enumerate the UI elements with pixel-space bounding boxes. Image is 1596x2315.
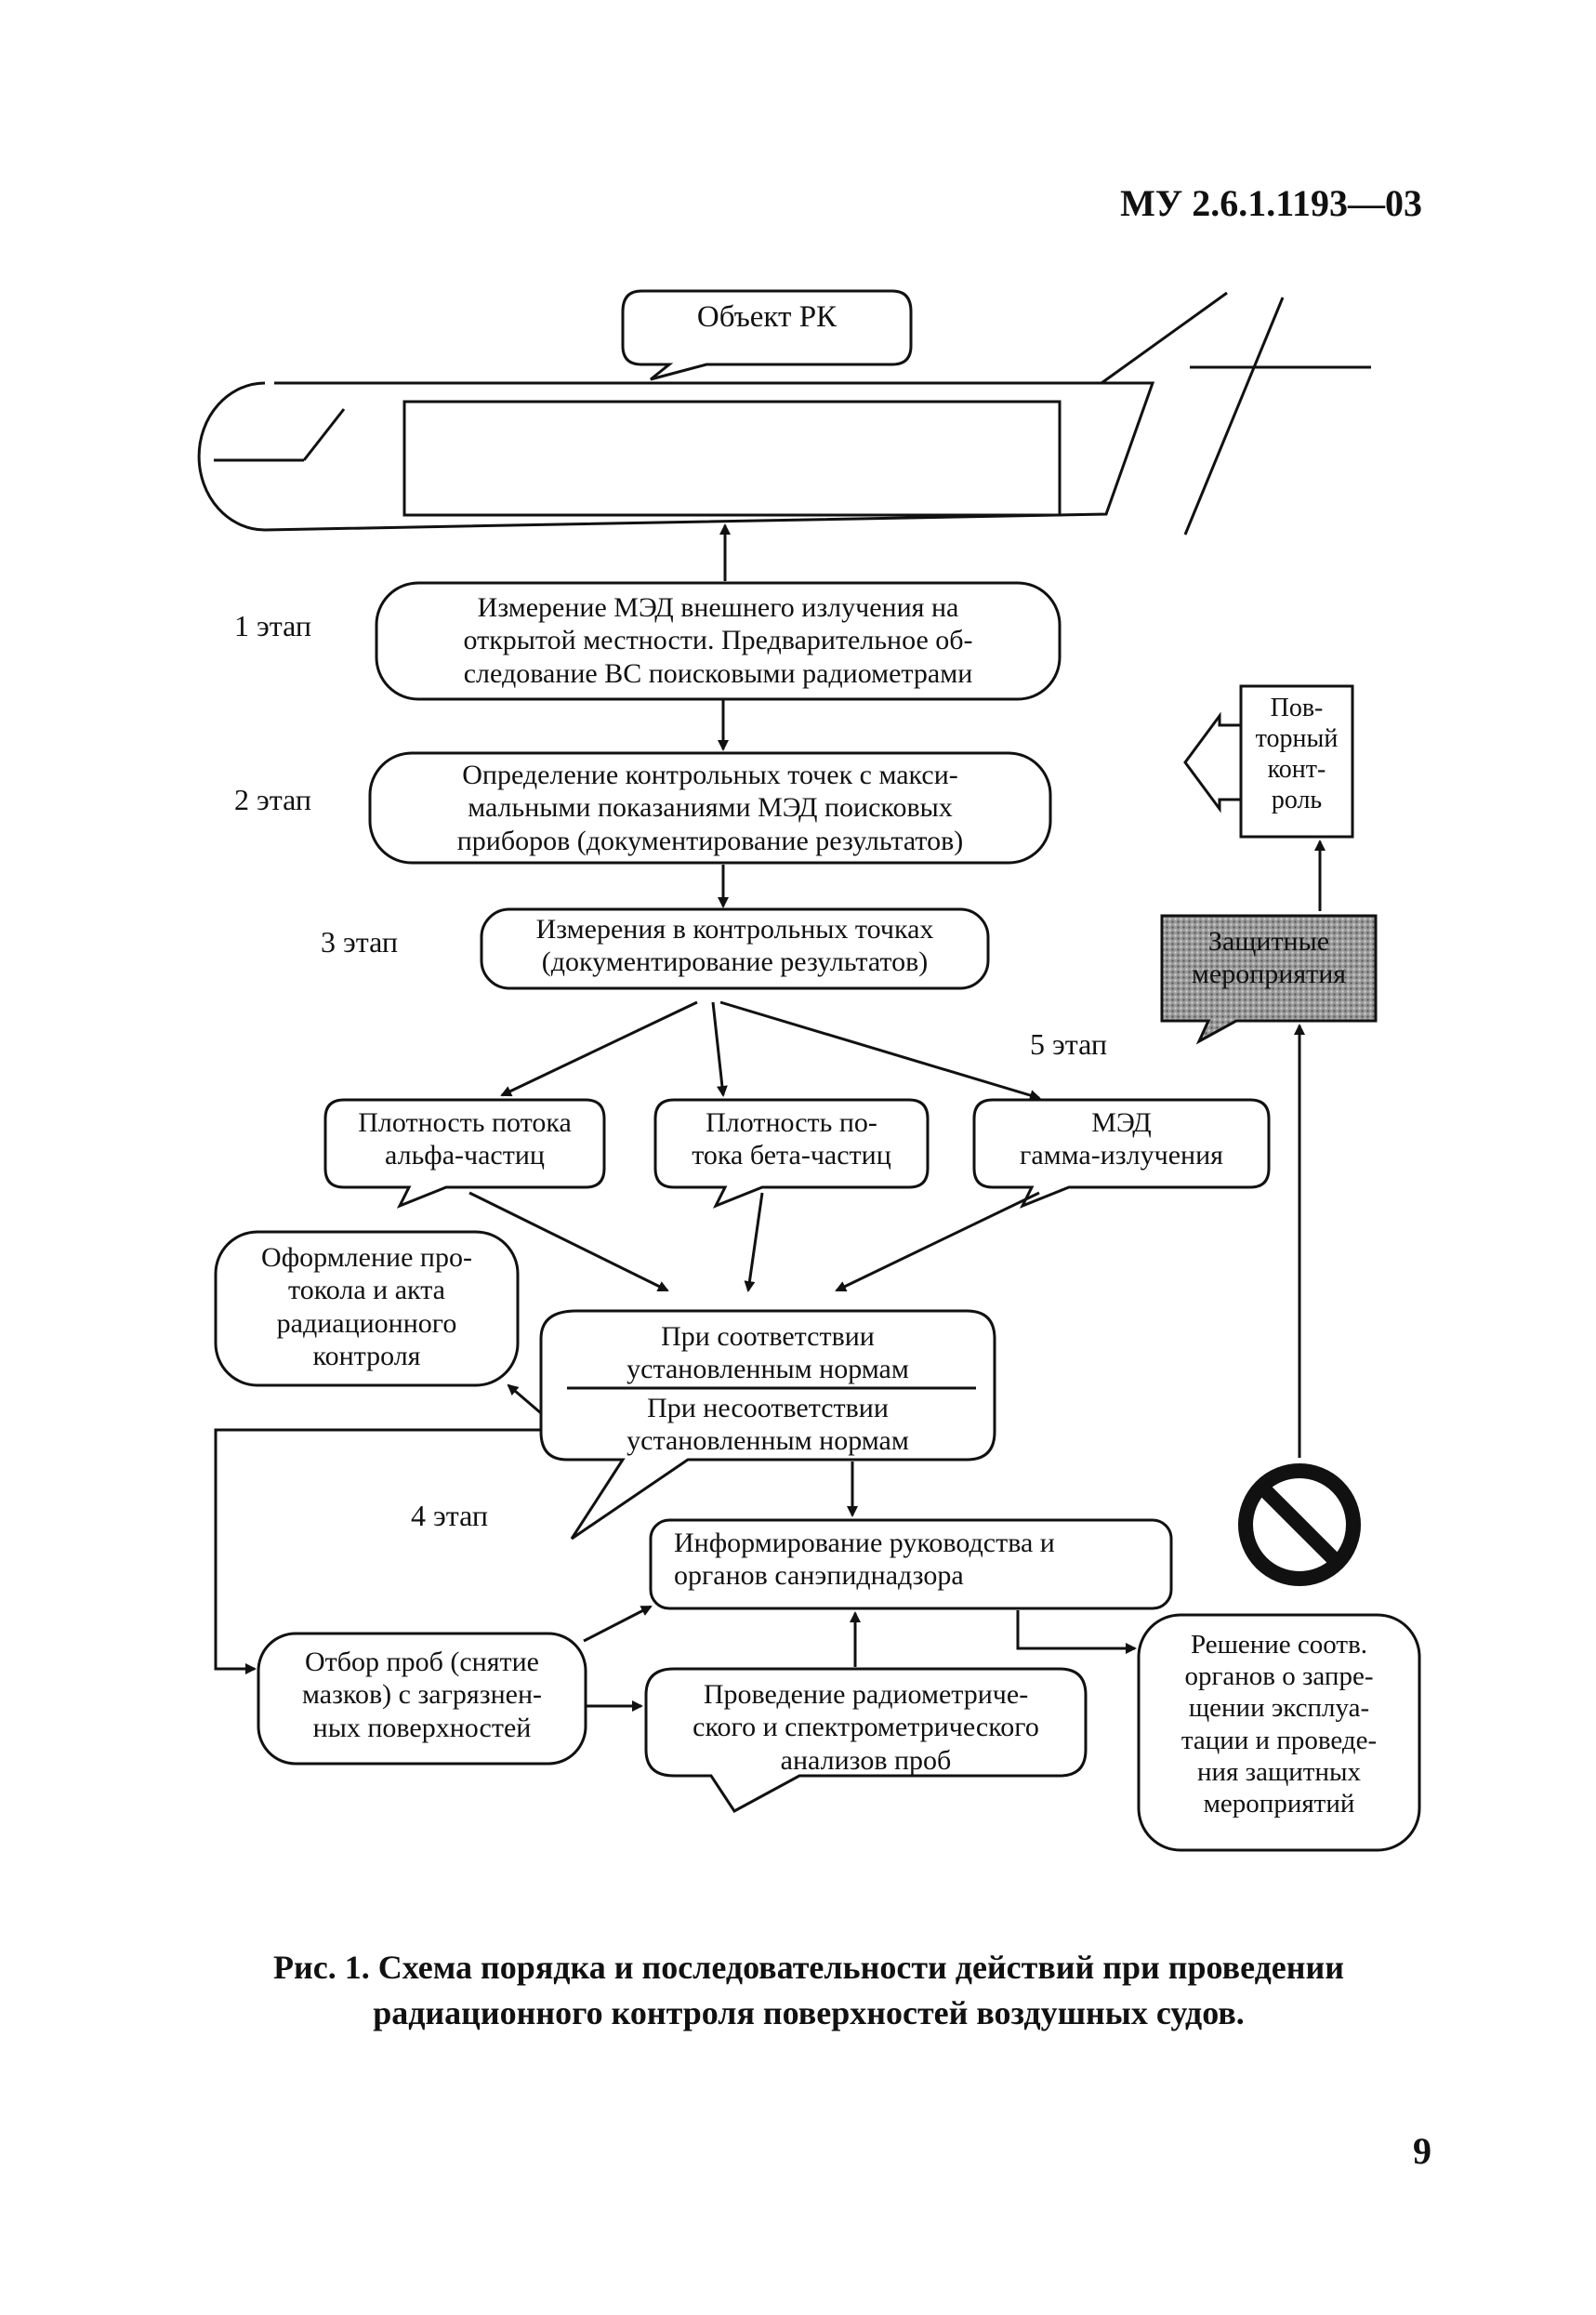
step3-text: Измерения в контрольных точках (документ…	[535, 914, 934, 978]
arrow-alpha-to-compliance	[468, 1191, 669, 1292]
step2-box	[368, 751, 1052, 865]
arrow-step3-to-alpha	[500, 1000, 698, 1097]
object-label: Объект РК	[696, 300, 838, 334]
inform-text: Информирование руководства и органов сан…	[674, 1528, 1055, 1592]
page-number: 9	[1413, 2130, 1431, 2172]
protective-text: Защитные мероприятия	[1191, 926, 1347, 990]
object-callout	[621, 289, 913, 381]
repeat-text: Пов- торный конт- роль	[1255, 694, 1339, 815]
arrow-step3-to-beta	[711, 1001, 728, 1097]
document-code: МУ 2.6.1.1193—03	[1120, 182, 1422, 224]
analysis-text: Проведение радиометриче- ского и спектро…	[692, 1679, 1039, 1776]
compliance-no-text: При несоответствии установленным нормам	[627, 1393, 909, 1457]
decision-text: Решение соотв. органов о запре- щении эк…	[1181, 1630, 1378, 1819]
sampling-box	[257, 1632, 587, 1766]
arrow-compliance-to-protocol	[507, 1383, 542, 1415]
stage-4-label: 4 этап	[411, 1499, 489, 1532]
inform-box	[649, 1518, 1173, 1610]
stage-5-label: 5 этап	[1030, 1027, 1108, 1061]
arrow-inform-to-decision	[1016, 1610, 1137, 1654]
arrow-step3-to-gamma	[719, 1000, 1041, 1101]
arrow-compliance-to-sampling	[214, 1428, 541, 1674]
step3-box	[480, 907, 990, 990]
step1-text: Измерение МЭД внешнего излучения на откр…	[463, 592, 973, 689]
arrow-sampling-to-inform	[583, 1605, 653, 1643]
protocol-text: Оформление про- токола и акта радиационн…	[261, 1242, 472, 1372]
beta-text: Плотность по- тока бета-частиц	[692, 1107, 891, 1171]
gamma-callout	[972, 1098, 1271, 1209]
compliance-callout	[539, 1309, 996, 1541]
protocol-box	[214, 1230, 520, 1387]
decision-box	[1137, 1613, 1421, 1852]
compliance-yes-text: При соответствии установленным нормам	[627, 1321, 909, 1385]
gamma-text: МЭД гамма-излучения	[1020, 1107, 1223, 1171]
alpha-callout	[323, 1098, 606, 1209]
arrow-gamma-to-compliance	[835, 1191, 1040, 1292]
alpha-text: Плотность потока альфа-частиц	[358, 1107, 572, 1171]
step2-text: Определение контрольных точек с макси- м…	[456, 760, 964, 856]
caption-line2: радиационного контроля поверхностей возд…	[373, 1993, 1245, 2031]
analysis-callout	[644, 1667, 1088, 1813]
step1-box	[375, 581, 1062, 701]
beta-callout	[653, 1098, 930, 1209]
prohibition-icon	[1238, 1463, 1361, 1586]
arrow-beta-to-compliance	[744, 1192, 764, 1292]
caption-label: Рис. 1.	[272, 1949, 370, 1986]
sampling-text: Отбор проб (снятие мазков) с загрязнен- …	[301, 1647, 542, 1743]
stage-1-label: 1 этап	[234, 609, 312, 642]
caption-line1: Схема порядка и последовательности дейст…	[377, 1949, 1344, 1986]
protective-callout	[1160, 914, 1378, 1045]
repeat-arrow-shape	[1183, 711, 1241, 814]
aircraft-outline	[197, 291, 1371, 536]
figure-caption: Рис. 1. Схема порядка и последовательнос…	[149, 1945, 1469, 2035]
stage-2-label: 2 этап	[234, 783, 312, 816]
flowchart-diagram	[197, 289, 1421, 1852]
stage-3-label: 3 этап	[321, 925, 399, 959]
repeat-box	[1239, 684, 1354, 839]
